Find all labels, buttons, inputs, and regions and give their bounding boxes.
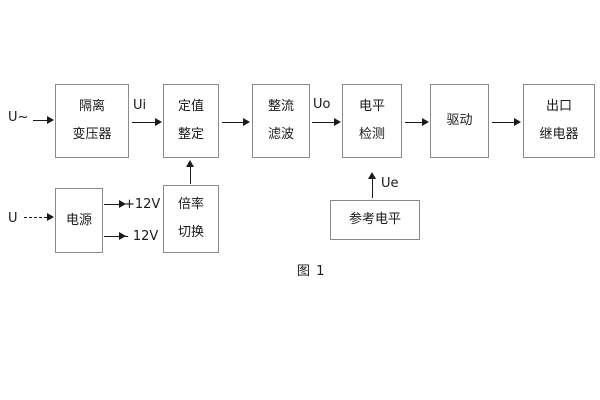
arrow-head (119, 200, 126, 208)
block-line-2: 切换 (177, 225, 204, 240)
arrow-ac-input-to-isolation-transformer (33, 116, 54, 125)
minus-12v-label: - 12V (124, 229, 159, 244)
arrow-shaft (132, 122, 155, 123)
arrow-shaft (33, 120, 47, 121)
arrow-head (334, 118, 341, 126)
block-output-relay: 出口 继电器 (523, 84, 595, 158)
dc-input-label: U (8, 211, 18, 226)
figure-caption: 图 1 (297, 264, 326, 279)
arrow-drive-to-output-relay (492, 118, 521, 127)
block-rectify-filter: 整流 滤波 (252, 84, 310, 158)
block-line-1: 倍率 (177, 197, 204, 213)
block-setting-value: 定值 整定 (163, 84, 219, 158)
arrow-shaft (222, 122, 243, 123)
block-line-1: 驱动 (446, 113, 473, 129)
arrow-head (119, 232, 126, 240)
arrow-head (368, 172, 376, 179)
arrow-head (422, 118, 429, 126)
arrow-shaft (405, 122, 422, 123)
arrow-shaft (104, 204, 119, 205)
ui-label: Ui (133, 98, 147, 113)
block-line-1: 电源 (65, 212, 92, 228)
block-line-1: 参考电平 (348, 212, 401, 228)
arrow-head (243, 118, 250, 126)
block-line-2: 变压器 (72, 127, 112, 142)
arrow-shaft (372, 177, 373, 198)
block-line-2: 检测 (358, 127, 385, 142)
block-line-2: 整定 (177, 127, 204, 142)
block-isolation-transformer: 隔离 变压器 (55, 84, 129, 158)
arrow-shaft (104, 236, 119, 237)
block-line-2: 滤波 (267, 127, 294, 142)
arrow-ratio-switch-to-setting-value (186, 160, 195, 184)
arrow-head (155, 118, 162, 126)
block-line-1: 定值 (177, 99, 204, 115)
block-ratio-switch: 倍率 切换 (163, 185, 219, 253)
block-reference-level: 参考电平 (330, 200, 420, 240)
arrow-head (514, 118, 521, 126)
ac-input-label: U~ (8, 110, 29, 125)
block-line-1: 出口 (545, 99, 572, 115)
block-line-1: 电平 (358, 99, 385, 115)
arrow-head (47, 116, 54, 124)
ue-label: Ue (381, 176, 399, 191)
arrow-power-supply-minus-12v (104, 232, 126, 241)
arrow-setting-value-to-rectify-filter (222, 118, 250, 127)
arrow-shaft (312, 122, 334, 123)
block-line-2: 继电器 (539, 127, 579, 142)
plus-12v-label: +12V (124, 197, 161, 212)
arrow-rectify-filter-to-level-detection (312, 118, 341, 127)
arrow-head (47, 213, 54, 221)
arrow-shaft (24, 217, 47, 218)
arrow-dc-input-to-power-supply (24, 213, 54, 222)
arrow-isolation-transformer-to-setting-value (132, 118, 162, 127)
arrow-reference-level-to-level-detection (368, 172, 377, 198)
block-drive: 驱动 (430, 84, 489, 158)
uo-label: Uo (313, 97, 331, 112)
arrow-level-detection-to-drive (405, 118, 429, 127)
block-level-detection: 电平 检测 (342, 84, 402, 158)
arrow-power-supply-plus-12v (104, 200, 126, 209)
block-power-supply: 电源 (55, 188, 103, 253)
arrow-shaft (492, 122, 514, 123)
arrow-shaft (190, 165, 191, 184)
arrow-head (186, 160, 194, 167)
block-line-1: 整流 (267, 99, 294, 115)
block-line-1: 隔离 (78, 99, 105, 115)
